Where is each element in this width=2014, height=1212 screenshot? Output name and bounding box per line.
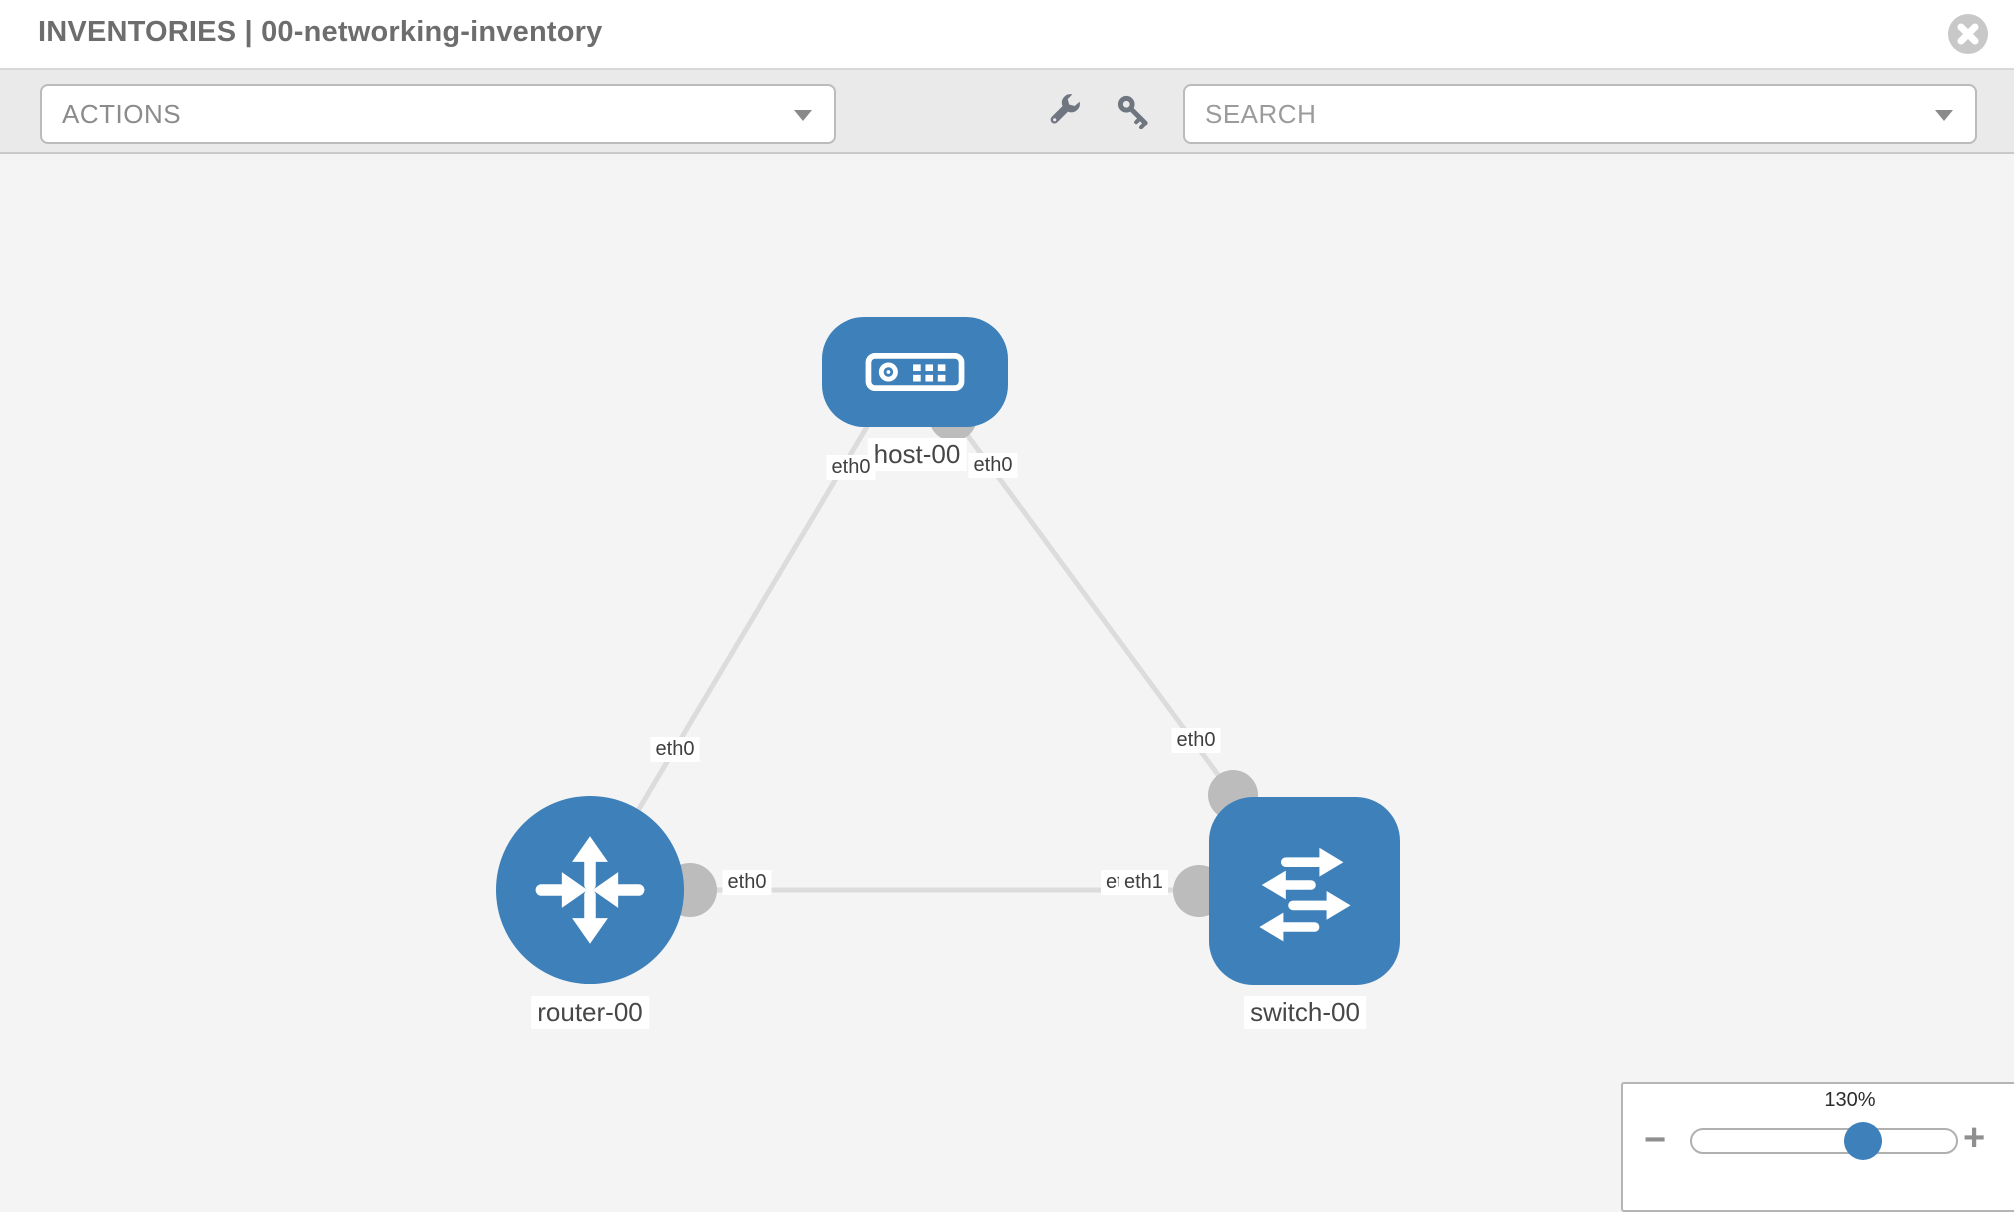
panel-header: INVENTORIES | 00-networking-inventory bbox=[0, 0, 2014, 70]
credentials-button[interactable] bbox=[1112, 90, 1154, 132]
close-button[interactable] bbox=[1948, 14, 1988, 54]
host-icon bbox=[865, 353, 965, 391]
node-label-host: host-00 bbox=[867, 438, 967, 471]
key-icon bbox=[1117, 95, 1148, 129]
iface-label-router-eth0-right: eth0 bbox=[722, 870, 772, 895]
close-icon bbox=[1957, 23, 1979, 45]
toolbar: ACTIONS SEARCH bbox=[0, 70, 2014, 154]
topology-canvas[interactable] bbox=[0, 154, 2014, 1200]
node-router-00[interactable] bbox=[496, 796, 684, 984]
tools-button[interactable] bbox=[1044, 90, 1086, 132]
node-label-router: router-00 bbox=[531, 996, 649, 1029]
chevron-down-icon bbox=[794, 110, 812, 121]
iface-label-router-eth0-top: eth0 bbox=[650, 737, 700, 762]
page-title: INVENTORIES | 00-networking-inventory bbox=[38, 16, 603, 48]
iface-label-switch-eth1: eth1 bbox=[1119, 870, 1168, 895]
wrench-icon bbox=[1050, 94, 1080, 124]
zoom-slider-thumb[interactable] bbox=[1844, 1122, 1882, 1160]
actions-dropdown[interactable]: ACTIONS bbox=[40, 84, 836, 144]
search-dropdown-label: SEARCH bbox=[1205, 98, 1317, 129]
node-host-00[interactable] bbox=[822, 317, 1008, 427]
router-icon bbox=[535, 836, 645, 944]
search-dropdown[interactable]: SEARCH bbox=[1183, 84, 1977, 144]
zoom-in-button[interactable]: + bbox=[1963, 1117, 1986, 1159]
iface-label-host-eth0-right: eth0 bbox=[968, 453, 1018, 478]
zoom-value: 130% bbox=[1824, 1089, 1876, 1111]
iface-label-switch-eth0-top: eth0 bbox=[1171, 728, 1221, 753]
iface-label-host-eth0-left: eth0 bbox=[826, 455, 876, 480]
node-label-switch: switch-00 bbox=[1244, 996, 1366, 1029]
node-switch-00[interactable] bbox=[1209, 797, 1400, 985]
actions-dropdown-label: ACTIONS bbox=[62, 98, 182, 129]
zoom-out-button[interactable]: − bbox=[1644, 1119, 1667, 1161]
chevron-down-icon bbox=[1935, 110, 1953, 121]
switch-icon bbox=[1258, 847, 1351, 942]
zoom-slider-track[interactable] bbox=[1690, 1128, 1958, 1154]
